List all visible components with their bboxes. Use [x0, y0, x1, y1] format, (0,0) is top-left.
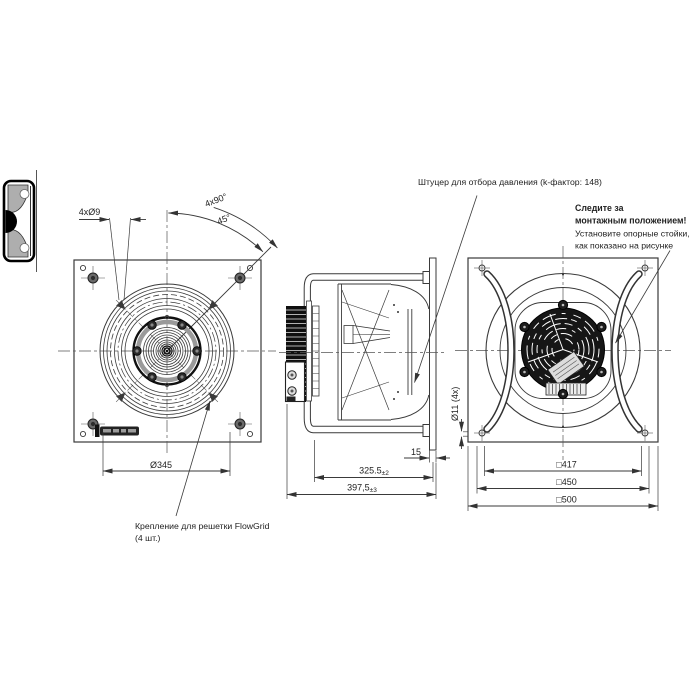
dim-value-397: 397,5 [347, 483, 370, 493]
dim-square-417 [484, 446, 642, 476]
mounting-warning-title-line2: монтажным положением! [575, 216, 687, 226]
mounting-warning-body-line1: Установите опорные стойки, [575, 229, 690, 239]
product-label-sticker [95, 424, 139, 437]
flowgrid-label-line2: (4 шт.) [135, 533, 161, 543]
dim-tol-397: ±3 [370, 487, 378, 494]
pressure-tap-leader-line [414, 195, 478, 383]
dim-label-345: Ø345 [150, 460, 172, 470]
dim-label-325: 325.5±2 [359, 466, 389, 478]
rear-corner-holes [474, 260, 653, 441]
pressure-tap-label: Штуцер для отбора давления (k-фактор: 14… [418, 177, 602, 187]
flowgrid-mount-tabs [116, 300, 218, 402]
dim-plate-offset-15 [404, 440, 450, 463]
terminal-box [284, 361, 306, 403]
dim-square-500 [467, 446, 659, 511]
dim-label-4x9: 4xØ9 [79, 207, 101, 217]
flowgrid-label-line1: Крепление для решетки FlowGrid [135, 521, 270, 531]
side-view [279, 195, 481, 499]
dim-label-sq450: □450 [556, 477, 576, 487]
dim-value-325: 325.5 [359, 466, 382, 476]
support-struts [483, 270, 643, 433]
dim-label-15: 15 [411, 447, 421, 457]
dim-label-sq417: □417 [556, 460, 576, 470]
dim-label-397: 397,5±3 [347, 483, 377, 495]
flowgrid-leader-line [175, 400, 211, 517]
hub-screws [132, 320, 202, 382]
dim-label-4x90: 4x90° [203, 191, 229, 209]
dim-label-45: 45° [216, 212, 233, 226]
angle-dimension-arcs [168, 206, 278, 253]
dim-total-depth-397 [286, 404, 437, 499]
fan-side-thumbnail [2, 170, 37, 272]
plate-corner-screws [81, 266, 252, 436]
dim-label-sq500: □500 [556, 495, 576, 505]
mounting-warning-title-line1: Следите за [575, 203, 624, 213]
plate-corner-holes [79, 264, 254, 438]
front-view [58, 206, 278, 517]
mounting-warning-leader-line [615, 250, 671, 344]
scroll-housing [337, 283, 430, 421]
rear-view [455, 246, 671, 511]
dim-square-450 [476, 446, 650, 494]
dim-4x9-holes [79, 217, 146, 301]
dim-tol-325: ±2 [382, 470, 390, 477]
dim-depth-325 [314, 440, 434, 482]
dim-label-11: Ø11 (4x) [450, 387, 460, 421]
dim-diameter-345 [102, 432, 231, 476]
mounting-warning-body-line2: как показано на рисунке [575, 241, 673, 251]
motor-rotor [519, 299, 607, 400]
